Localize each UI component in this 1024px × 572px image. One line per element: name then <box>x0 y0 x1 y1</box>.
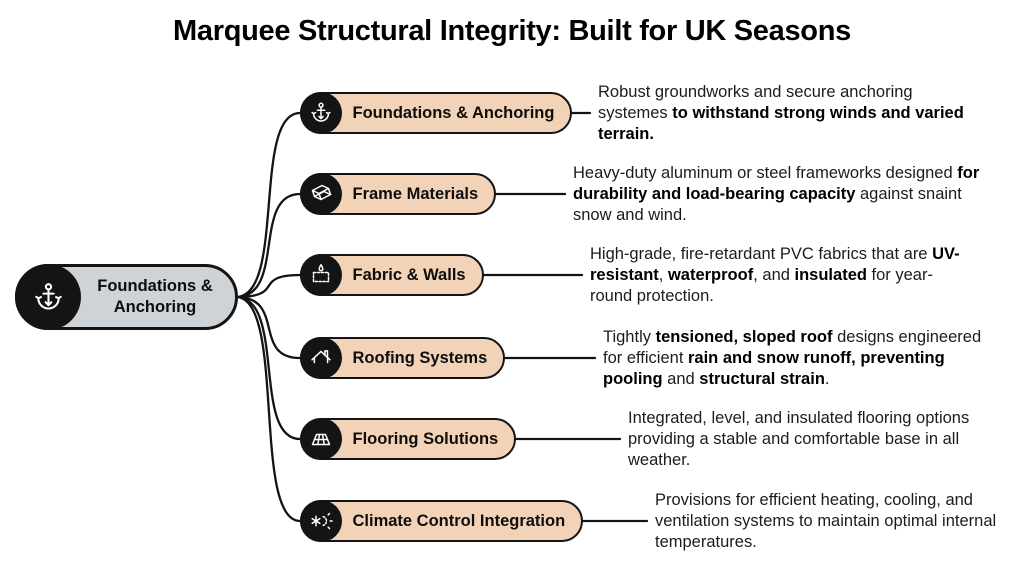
branch-node: Climate Control Integration <box>299 500 584 542</box>
description-segment: for durability and load-bearing capacity <box>573 164 980 203</box>
branch-description: Robust groundworks and secure anchoring … <box>598 82 976 145</box>
branch-node: Frame Materials <box>299 173 497 215</box>
description-segment: and <box>662 370 700 388</box>
description-segment: Heavy-duty aluminum or steel frameworks … <box>573 164 958 182</box>
root-node: Foundations & Anchoring <box>15 264 238 330</box>
branch-node: Foundations & Anchoring <box>299 92 573 134</box>
description-segment: Robust groundworks and secure anchoring … <box>598 83 913 122</box>
diagram-title: Marquee Structural Integrity: Built for … <box>173 15 851 47</box>
description-segment: for year-round protection. <box>590 266 933 305</box>
branch-description: High-grade, fire-retardant PVC fabrics t… <box>590 244 975 307</box>
description-segment: to withstand strong winds and varied ter… <box>598 104 964 143</box>
description-segment: , and <box>753 266 795 284</box>
fabric-swatch-icon <box>299 254 342 296</box>
branch-description: Heavy-duty aluminum or steel frameworks … <box>573 163 1001 226</box>
floor-planks-icon <box>299 418 342 460</box>
branch-node-label: Climate Control Integration <box>352 511 566 530</box>
branch-node-label: Foundations & Anchoring <box>352 103 555 122</box>
description-segment: High-grade, fire-retardant PVC fabrics t… <box>590 245 933 263</box>
description-segment: against snaint snow and wind. <box>573 185 962 224</box>
anchor-icon <box>15 264 81 330</box>
description-segment: waterproof <box>667 266 754 284</box>
branch-node-label: Roofing Systems <box>352 348 488 367</box>
branch-node-label: Flooring Solutions <box>352 429 499 448</box>
description-segment: designs engineered for efficient <box>603 328 982 367</box>
anchor-icon <box>299 92 342 134</box>
branch-node: Flooring Solutions <box>299 418 517 460</box>
i-beam-icon <box>299 173 342 215</box>
description-segment: Integrated, level, and insulated floorin… <box>628 409 970 469</box>
description-segment: rain and snow runoff, preventing pooling <box>603 349 945 388</box>
description-segment: insulated <box>794 266 867 284</box>
branch-node: Roofing Systems <box>299 337 506 379</box>
branch-description: Integrated, level, and insulated floorin… <box>628 408 993 471</box>
description-segment: , <box>658 266 668 284</box>
root-node-label: Foundations & Anchoring <box>97 277 213 316</box>
description-segment: Tightly <box>603 328 656 346</box>
branch-node: Fabric & Walls <box>299 254 484 296</box>
branch-node-label: Frame Materials <box>352 184 479 203</box>
description-segment: Provisions for efficient heating, coolin… <box>655 491 997 551</box>
climate-icon <box>299 500 342 542</box>
description-segment: structural strain <box>699 370 825 388</box>
branch-description: Provisions for efficient heating, coolin… <box>655 490 1007 553</box>
roof-icon <box>299 337 342 379</box>
branch-description: Tightly tensioned, sloped roof designs e… <box>603 327 983 390</box>
description-segment: . <box>824 370 830 388</box>
description-segment: UV-resistant <box>590 245 960 284</box>
branch-node-label: Fabric & Walls <box>352 265 466 284</box>
description-segment: tensioned, sloped roof <box>655 328 833 346</box>
